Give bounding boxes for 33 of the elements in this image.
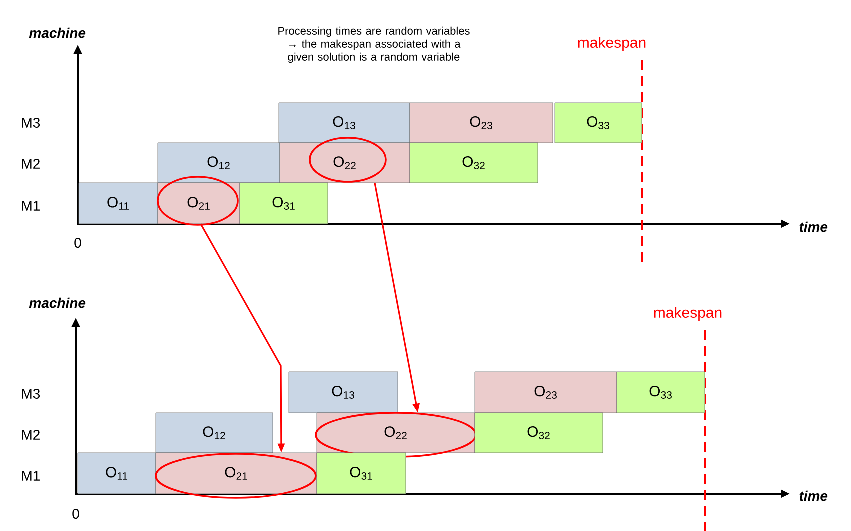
machine-label: M3	[22, 118, 40, 128]
gantt-bar: O$_{31}$	[240, 182, 328, 224]
gantt-bar: O$_{21}$	[156, 452, 318, 494]
gantt-bar: O$_{11}$	[78, 182, 158, 224]
machine-label: M2	[22, 430, 40, 440]
makespan-label: makespan	[578, 37, 646, 51]
machine-label: M1	[22, 201, 40, 211]
tick-label: 0	[74, 238, 82, 248]
note-text: Processing times are random variables → the makespan associated with a given solution is a random variable	[278, 26, 470, 64]
gantt-bar: O$_{23}$	[410, 102, 554, 144]
gantt-bar: O$_{22}$	[316, 412, 476, 454]
gantt-bar: O$_{13}$	[278, 102, 410, 144]
gantt-bar: O$_{32}$	[474, 412, 604, 454]
machine-label: M1	[22, 471, 40, 481]
gantt-bar: O$_{12}$	[158, 142, 280, 184]
axis-title: machine	[29, 298, 86, 308]
gantt-bar: O$_{21}$	[158, 182, 240, 224]
tick-label: 0	[72, 509, 80, 519]
gantt-bar: O$_{31}$	[316, 452, 406, 494]
axis-title: machine	[29, 28, 86, 38]
gantt-bar: O$_{13}$	[288, 372, 398, 414]
gantt-bar: O$_{33}$	[554, 102, 642, 144]
axis-title: time	[800, 222, 828, 232]
gantt-bar: O$_{12}$	[156, 412, 274, 454]
axis-title: time	[800, 490, 828, 502]
makespan-label: makespan	[654, 307, 722, 321]
gantt-bar: O$_{11}$	[78, 452, 156, 494]
machine-label: M3	[22, 389, 40, 399]
machine-label: M2	[22, 159, 40, 169]
gantt-bar: O$_{23}$	[474, 372, 618, 414]
gantt-bar: O$_{32}$	[410, 142, 538, 184]
gantt-bar: O$_{22}$	[280, 142, 410, 184]
gantt-bar: O$_{33}$	[616, 372, 706, 414]
